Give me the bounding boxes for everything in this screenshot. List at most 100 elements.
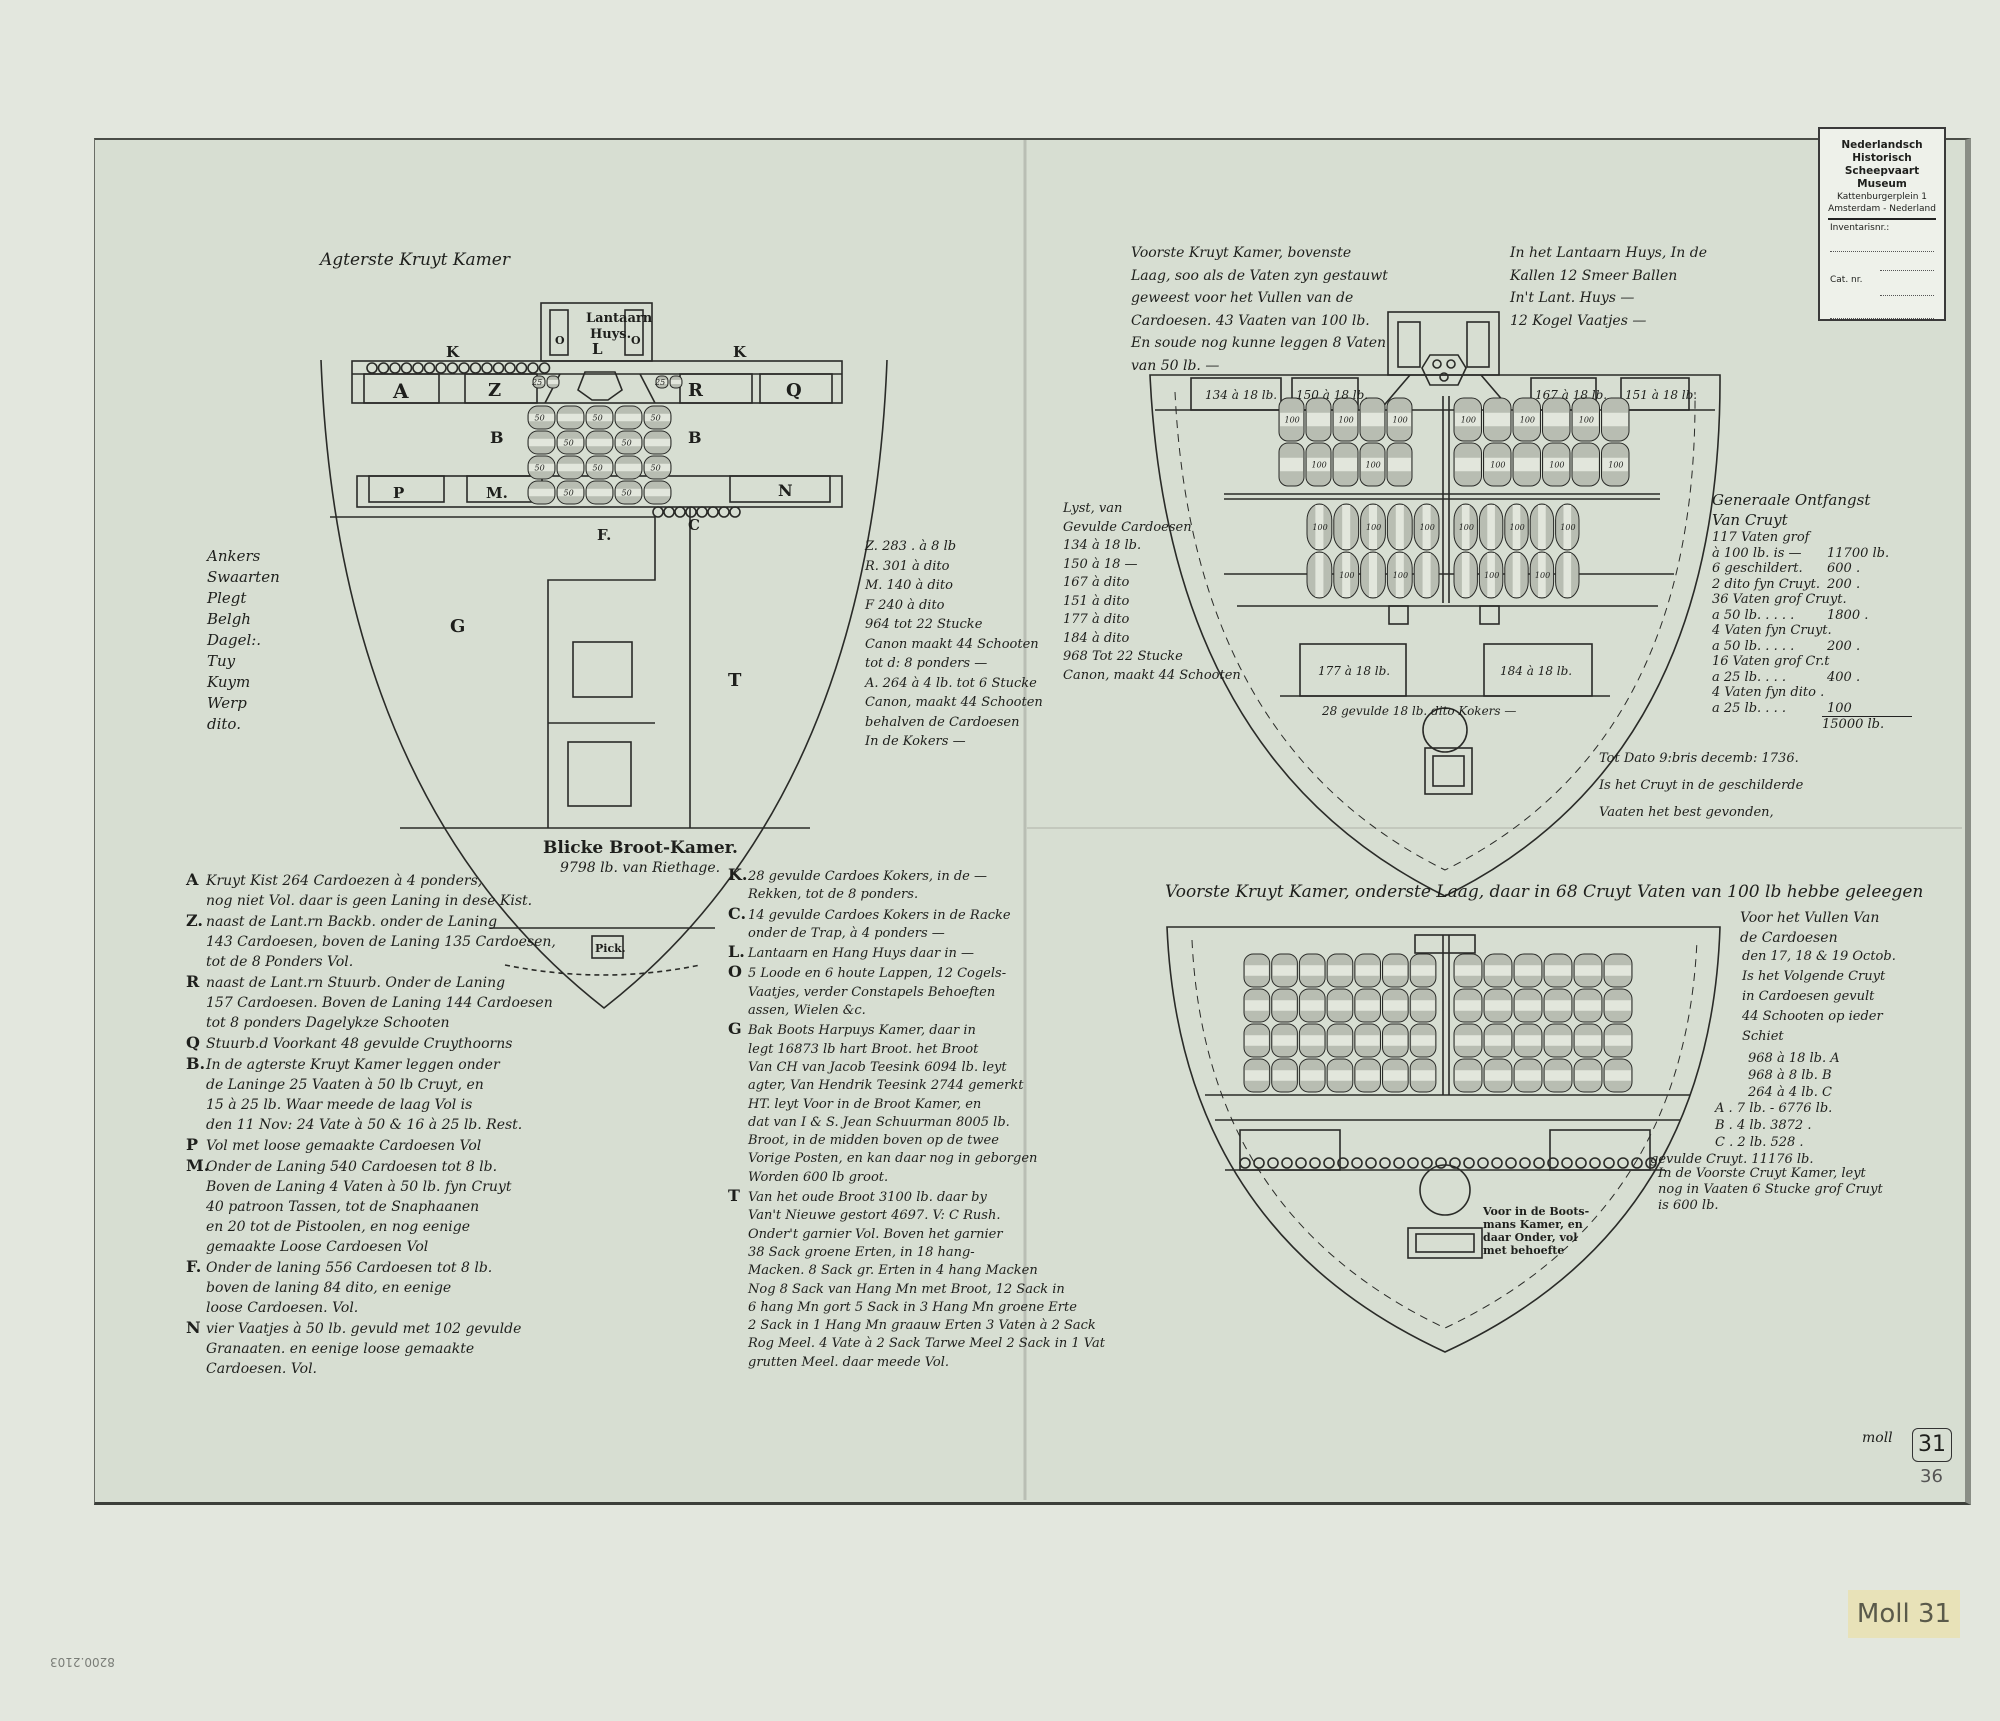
reference-number: 8200.2103 — [50, 1655, 115, 1669]
cartridge-tube — [389, 362, 401, 374]
text-line: van 50 lb. — — [1131, 357, 1220, 374]
text-line: Swaarten — [207, 568, 280, 586]
cartridge-tube — [1617, 1157, 1629, 1169]
powder-barrel — [1603, 988, 1633, 1023]
kokers-note: 28 gevulde 18 lb. dito Kokers — — [1321, 704, 1516, 718]
cartridge-tube — [446, 362, 459, 374]
text-line: Generaale Ontfangst — [1712, 491, 1871, 509]
powder-barrel: 50 — [527, 455, 556, 480]
legend-line: grutten Meel. daar meede Vol. — [748, 1354, 950, 1370]
generale-row: 4 Vaten fyn Cruyt. — [1712, 623, 1912, 639]
powder-barrel: 100 — [1601, 442, 1630, 487]
legend-key: F. — [186, 1257, 202, 1276]
label-c: C — [688, 516, 700, 534]
cartridge-tube — [1323, 1157, 1335, 1169]
cartridge-tube — [1239, 1157, 1251, 1169]
museum-stamp: Nederlandsch Historisch Scheepvaart Muse… — [1818, 127, 1946, 321]
legend-key: P — [186, 1135, 199, 1154]
text-line: B . 4 lb. 3872 . — [1715, 1118, 1812, 1133]
powder-barrel — [1326, 988, 1354, 1023]
powder-barrel — [1542, 397, 1571, 442]
legend-line: Boven de Laning 4 Vaten à 50 lb. fyn Cru… — [206, 1179, 512, 1195]
text-line: Tuy — [207, 652, 236, 670]
cartridge-tube — [400, 362, 413, 374]
cartridge-tube — [515, 362, 528, 374]
text-line: 44 Schooten op ieder — [1742, 1009, 1883, 1024]
cat-field — [1880, 252, 1934, 271]
cartridge-tube — [527, 362, 539, 374]
text-line: Laag, soo als de Vaten zyn gestauwt — [1131, 267, 1388, 284]
powder-barrel — [1243, 953, 1271, 988]
barrel-label: 100 — [1339, 416, 1354, 425]
generale-row: à 100 lb. is —11700 lb. — [1712, 546, 1912, 562]
generale-row-value: 200 . — [1827, 638, 1861, 654]
label-o: O — [555, 334, 565, 347]
powder-barrel — [556, 455, 585, 480]
barrel-label: 100 — [1608, 461, 1623, 470]
text-line: is 600 lb. — [1658, 1198, 1719, 1213]
barrel-label: 100 — [1579, 416, 1594, 425]
text-line: 968 Tot 22 Stucke — [1063, 649, 1183, 664]
cartridge-tube — [435, 362, 447, 374]
powder-barrel — [527, 430, 556, 455]
powder-barrel — [1601, 397, 1630, 442]
text-line: 134 à 18 lb. — [1063, 538, 1142, 553]
cartridge-tube — [1379, 1157, 1391, 1169]
generale-row-label: a 50 lb. . . . . — [1712, 607, 1795, 623]
powder-barrel — [1386, 503, 1413, 551]
legend-key: B. — [186, 1054, 206, 1073]
powder-barrel — [1326, 1023, 1354, 1058]
barrel-label: 100 — [1560, 523, 1575, 532]
text-line: 184 à dito — [1063, 630, 1130, 646]
powder-barrel — [1326, 953, 1354, 988]
text-line: mans Kamer, en — [1483, 1218, 1583, 1231]
october-note: den 17, 18 & 19 Octob.Is het Volgende Cr… — [1742, 947, 1896, 1047]
fore-upper-powder-room-plan — [1149, 311, 1721, 897]
barrel-label: 50 — [651, 414, 661, 423]
powder-barrel — [1298, 1058, 1326, 1093]
legend-line: den 11 Nov: 24 Vate à 50 & 16 à 25 lb. R… — [206, 1117, 523, 1133]
generale-row-value: 400 . — [1827, 669, 1861, 685]
cartridge-tube — [1491, 1157, 1503, 1169]
legend-entry: L.Lantaarn en Hang Huys daar in — — [728, 942, 1105, 963]
powder-barrel — [1483, 988, 1513, 1023]
legend-key: M. — [186, 1156, 210, 1175]
powder-barrel — [1333, 503, 1360, 551]
legend-line: 5 Loode en 6 houte Lappen, 12 Cogels- — [748, 966, 1007, 982]
barrel-label: 100 — [1520, 416, 1535, 425]
text-line: Dagel:. — [207, 631, 262, 649]
barrel-label: 100 — [1366, 523, 1381, 532]
text-line: nog in Vaaten 6 Stucke grof Cruyt — [1658, 1182, 1883, 1197]
powder-barrel: 100 — [1555, 503, 1580, 551]
generale-row-label: 2 dito fyn Cruyt. — [1712, 576, 1820, 592]
powder-barrel — [1409, 988, 1437, 1023]
barrel-label: 100 — [1393, 416, 1408, 425]
legend-line: Onder de Laning 540 Cardoesen tot 8 lb. — [206, 1159, 498, 1175]
powder-barrel — [1243, 988, 1271, 1023]
legend-entry: F.Onder de laning 556 Cardoesen tot 8 lb… — [186, 1257, 556, 1318]
powder-barrel — [1543, 1023, 1573, 1058]
generale-row-label: 117 Vaten grof — [1712, 530, 1810, 545]
powder-barrel — [1543, 988, 1573, 1023]
cartridge-tube — [1519, 1157, 1531, 1169]
cartridge-tube — [492, 362, 505, 374]
powder-barrel — [1243, 1023, 1271, 1058]
cartridge-tube — [1561, 1157, 1573, 1169]
legend-entry: B.In de agterste Kruyt Kamer leggen onde… — [186, 1054, 556, 1135]
cartridge-tube — [423, 362, 436, 374]
powder-barrel — [1298, 953, 1326, 988]
label-p: P — [393, 484, 404, 502]
stamp-line: Kattenburgerplein 1 — [1836, 192, 1927, 202]
bread-room-title: Blicke Broot-Kamer. — [543, 838, 738, 858]
inventaris-field — [1830, 233, 1934, 252]
text-line: 968 à 18 lb. A — [1748, 1051, 1840, 1066]
generale-total: 15000 lb. — [1822, 716, 1912, 733]
powder-barrel — [1543, 1058, 1573, 1093]
powder-barrel: 100 — [1278, 397, 1305, 442]
